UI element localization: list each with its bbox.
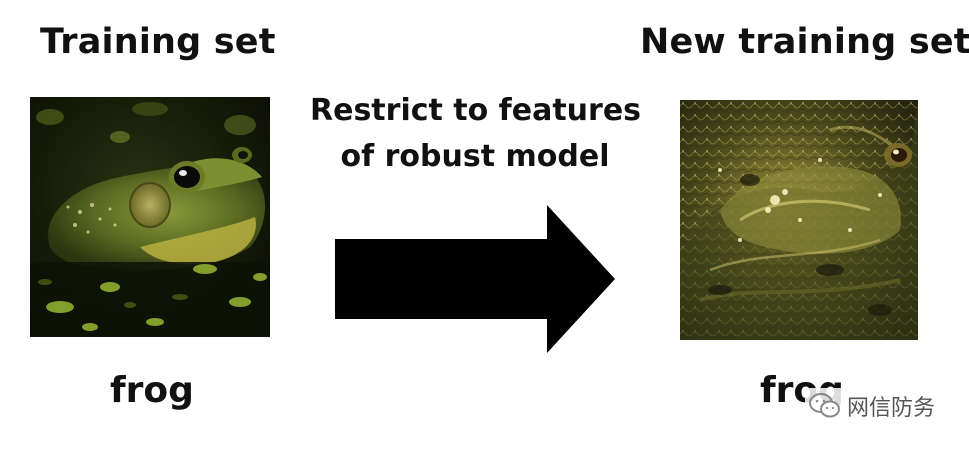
robust-frog-image [680,100,918,340]
new-training-set-title: New training set [640,22,969,62]
training-set-title: Training set [40,22,276,62]
right-arrow [335,205,615,353]
arrow-shape [335,205,615,353]
wechat-logo-icon [809,393,840,418]
arrow-caption-line-1: Restrict to features [310,93,642,128]
frog-label-left: frog [110,370,194,411]
watermark: 网信防务 [805,388,942,424]
watermark-text: 网信防务 [847,396,936,421]
arrow-caption-line-2: of robust model [340,139,610,174]
arrow-caption: Restrict to features of robust model [310,88,642,180]
frog-photo [30,97,270,337]
